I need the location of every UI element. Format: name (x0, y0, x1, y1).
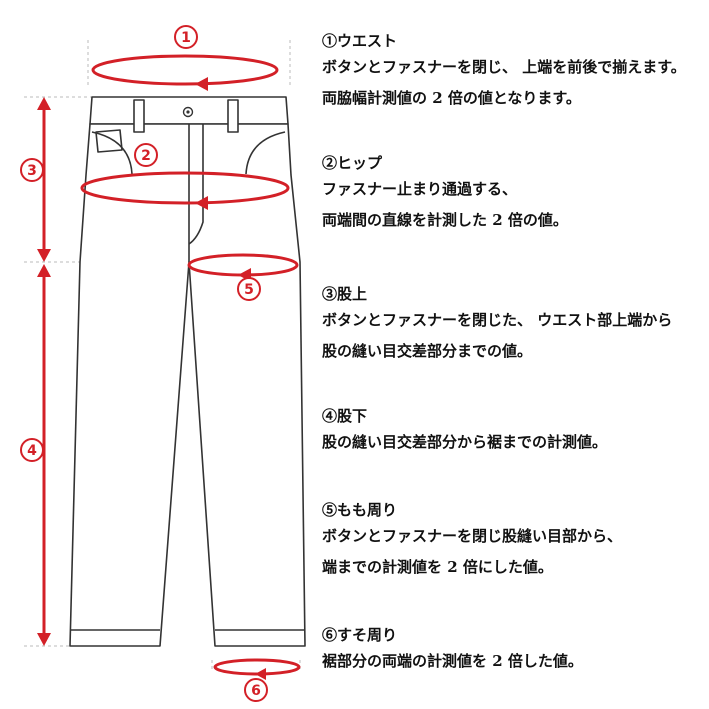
svg-text:6: 6 (251, 683, 261, 699)
pants-diagram: 1 2 3 4 5 6 (20, 25, 306, 702)
section-line: ボタンとファスナーを閉じ、 上端を前後で揃えます。 (322, 58, 686, 76)
section-line: 股の縫い目交差部分までの値。 (322, 342, 533, 360)
section-line: ボタンとファスナーを閉じ股縫い目部から、 (322, 527, 623, 545)
svg-text:5: 5 (244, 282, 254, 298)
section-line: 裾部分の両端の計測値を 2 倍した値。 (322, 652, 583, 670)
marker-inseam: 4 (20, 438, 44, 462)
section-line: ボタンとファスナーを閉じた、 ウエスト部上端から (322, 311, 673, 329)
section-title: ⑥すそ周り (322, 626, 398, 644)
section-hem: ⑥すそ周り 裾部分の両端の計測値を 2 倍した値。 (322, 624, 702, 677)
marker-hip: 2 (134, 143, 158, 167)
section-title: ③股上 (322, 285, 368, 303)
marker-hem: 6 (244, 678, 268, 702)
section-line: 両端間の直線を計測した 2 倍の値。 (322, 211, 568, 229)
marker-thigh: 5 (237, 277, 261, 301)
hem-ring (213, 658, 301, 676)
section-line: 両脇幅計測値の 2 倍の値となります。 (322, 89, 581, 107)
section-line: 端までの計測値を 2 倍にした値。 (322, 558, 553, 576)
section-line: ファスナー止まり通過する、 (322, 180, 518, 198)
section-line: 股の縫い目交差部分から裾までの計測値。 (322, 433, 608, 451)
svg-text:4: 4 (27, 443, 37, 459)
section-inseam: ④股下 股の縫い目交差部分から裾までの計測値。 (322, 405, 702, 458)
section-thigh: ⑤もも周り ボタンとファスナーを閉じ股縫い目部から、 端までの計測値を 2 倍に… (322, 499, 702, 583)
section-title: ②ヒップ (322, 154, 383, 172)
section-waist: ①ウエスト ボタンとファスナーを閉じ、 上端を前後で揃えます。 両脇幅計測値の … (322, 30, 702, 114)
section-title: ④股下 (322, 407, 368, 425)
marker-waist: 1 (174, 25, 198, 49)
waist-ring (91, 54, 279, 86)
svg-text:3: 3 (27, 163, 37, 179)
section-title: ①ウエスト (322, 32, 398, 50)
hip-ring (80, 171, 290, 205)
svg-text:2: 2 (141, 148, 151, 164)
marker-rise: 3 (20, 158, 44, 182)
arrowheads (37, 77, 266, 680)
svg-text:1: 1 (181, 30, 191, 46)
section-rise: ③股上 ボタンとファスナーを閉じた、 ウエスト部上端から 股の縫い目交差部分まで… (322, 283, 702, 367)
section-hip: ②ヒップ ファスナー止まり通過する、 両端間の直線を計測した 2 倍の値。 (322, 152, 702, 236)
section-title: ⑤もも周り (322, 501, 398, 519)
